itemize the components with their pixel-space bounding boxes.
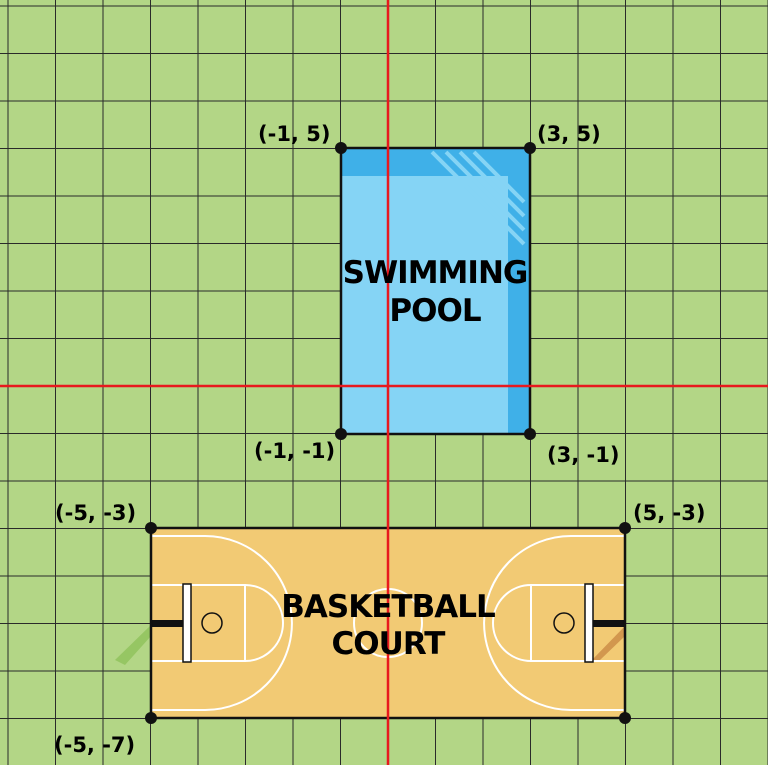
label-pool-bl: (-1, -1) xyxy=(254,439,335,463)
point-pool-tr xyxy=(524,142,536,154)
point-court-bl xyxy=(145,712,157,724)
label-pool-br: (3, -1) xyxy=(547,443,619,467)
label-court-tr: (5, -3) xyxy=(633,501,705,525)
swimming-pool xyxy=(341,148,530,434)
pool-title-line1: SWIMMING xyxy=(343,255,528,291)
point-court-br xyxy=(619,712,631,724)
point-pool-tl xyxy=(335,142,347,154)
pool-title-line2: POOL xyxy=(389,293,480,329)
point-court-tr xyxy=(619,522,631,534)
label-pool-tl: (-1, 5) xyxy=(258,122,330,146)
point-pool-br xyxy=(524,428,536,440)
label-pool-tr: (3, 5) xyxy=(537,122,601,146)
label-court-bl: (-5, -7) xyxy=(54,733,135,757)
label-court-tl: (-5, -3) xyxy=(55,501,136,525)
point-court-tl xyxy=(145,522,157,534)
court-title-line1: BASKETBALL xyxy=(281,589,495,625)
court-title-line2: COURT xyxy=(332,626,446,662)
point-pool-bl xyxy=(335,428,347,440)
